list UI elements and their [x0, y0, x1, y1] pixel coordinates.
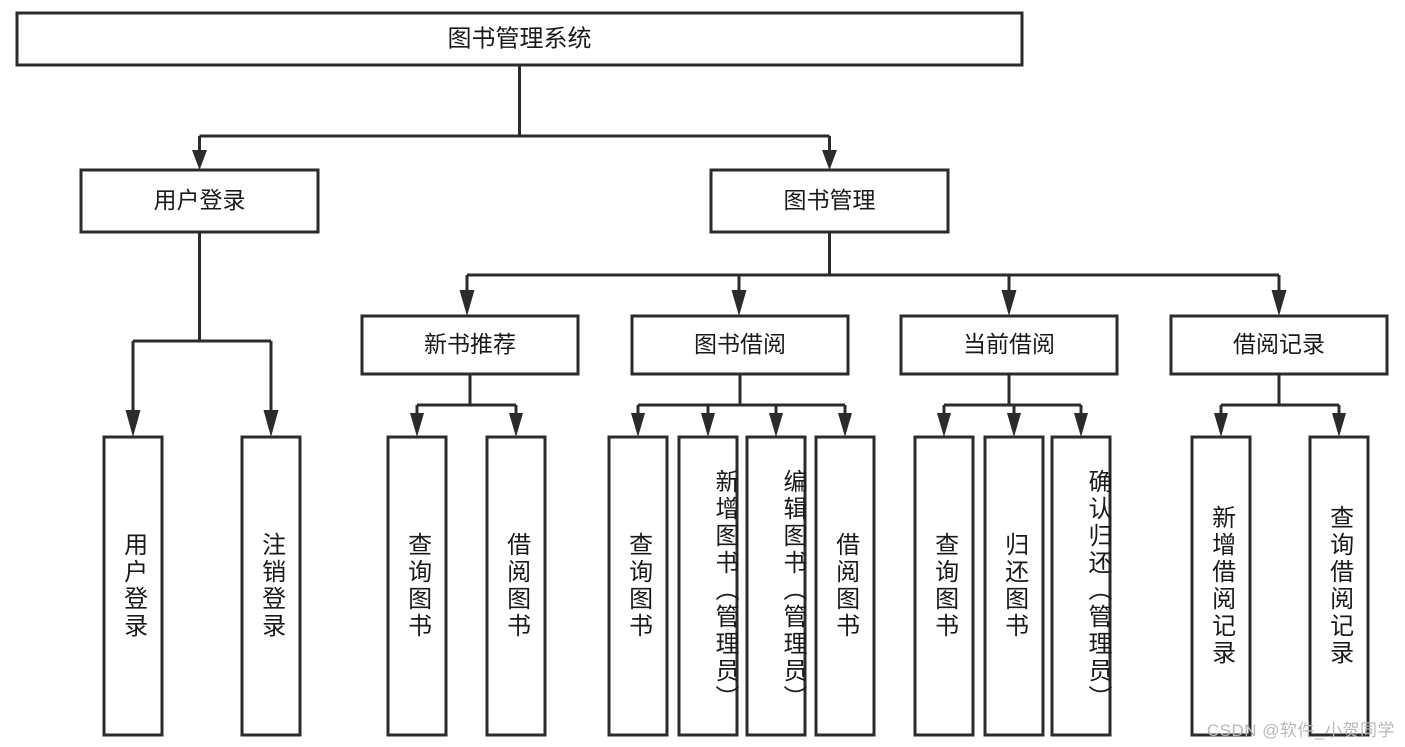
node-current-borrow[interactable]: 当前借阅	[899, 314, 1119, 376]
connector-userlogin-to-leaves	[125, 232, 279, 437]
node-borrow-record-box[interactable]	[1169, 314, 1389, 376]
leaf-box-return-book[interactable]	[983, 435, 1045, 737]
node-user-login-label: 用户登录	[154, 187, 246, 213]
node-book-borrow-label: 图书借阅	[694, 331, 786, 357]
node-new-book-recommend[interactable]: 新书推荐	[360, 314, 580, 376]
node-root-label: 图书管理系统	[448, 25, 592, 52]
leaf-box-query-book-borrow[interactable]	[607, 435, 669, 737]
node-book-borrow-box[interactable]	[630, 314, 850, 376]
node-root[interactable]: 图书管理系统	[15, 11, 1024, 67]
node-new-book-recommend-box[interactable]	[360, 314, 580, 376]
leaf-box-query-borrow-record[interactable]	[1308, 435, 1370, 737]
node-book-management-box[interactable]	[709, 168, 950, 234]
node-current-borrow-label: 当前借阅	[963, 331, 1055, 357]
leaf-box-edit-book-admin[interactable]	[745, 435, 807, 737]
leaf-box-query-book-current[interactable]	[913, 435, 975, 737]
node-current-borrow-box[interactable]	[899, 314, 1119, 376]
node-book-borrow[interactable]: 图书借阅	[630, 314, 850, 376]
csdn-watermark: CSDN @软件_小贺同学	[1206, 721, 1395, 740]
leaf-box-query-book-rec[interactable]	[386, 435, 448, 737]
leaf-box-confirm-return-admin[interactable]	[1050, 435, 1112, 737]
node-user-login[interactable]: 用户登录	[79, 168, 320, 234]
connector-record-to-leaves	[1214, 374, 1346, 437]
connector-newbook-to-leaves	[410, 374, 523, 437]
leaf-box-logout[interactable]	[240, 435, 302, 737]
node-user-login-box[interactable]	[79, 168, 320, 234]
node-book-management[interactable]: 图书管理	[709, 168, 950, 234]
leaf-box-borrow-book-rec[interactable]	[485, 435, 547, 737]
connector-borrow-to-leaves	[631, 374, 852, 437]
node-borrow-record-label: 借阅记录	[1233, 331, 1325, 357]
node-book-management-label: 图书管理	[784, 187, 876, 213]
node-new-book-recommend-label: 新书推荐	[424, 331, 516, 357]
node-borrow-record[interactable]: 借阅记录	[1169, 314, 1389, 376]
connector-bookmgmt-to-level3	[459, 232, 1287, 316]
connector-current-to-leaves	[937, 374, 1088, 437]
leaf-box-add-book-admin[interactable]	[677, 435, 739, 737]
connector-root-to-level2	[192, 65, 837, 170]
leaf-boxes	[102, 435, 1370, 737]
leaf-box-add-borrow-record[interactable]	[1190, 435, 1252, 737]
leaf-box-borrow-book[interactable]	[814, 435, 876, 737]
leaf-box-user-login[interactable]	[102, 435, 164, 737]
node-root-box[interactable]	[15, 11, 1024, 67]
